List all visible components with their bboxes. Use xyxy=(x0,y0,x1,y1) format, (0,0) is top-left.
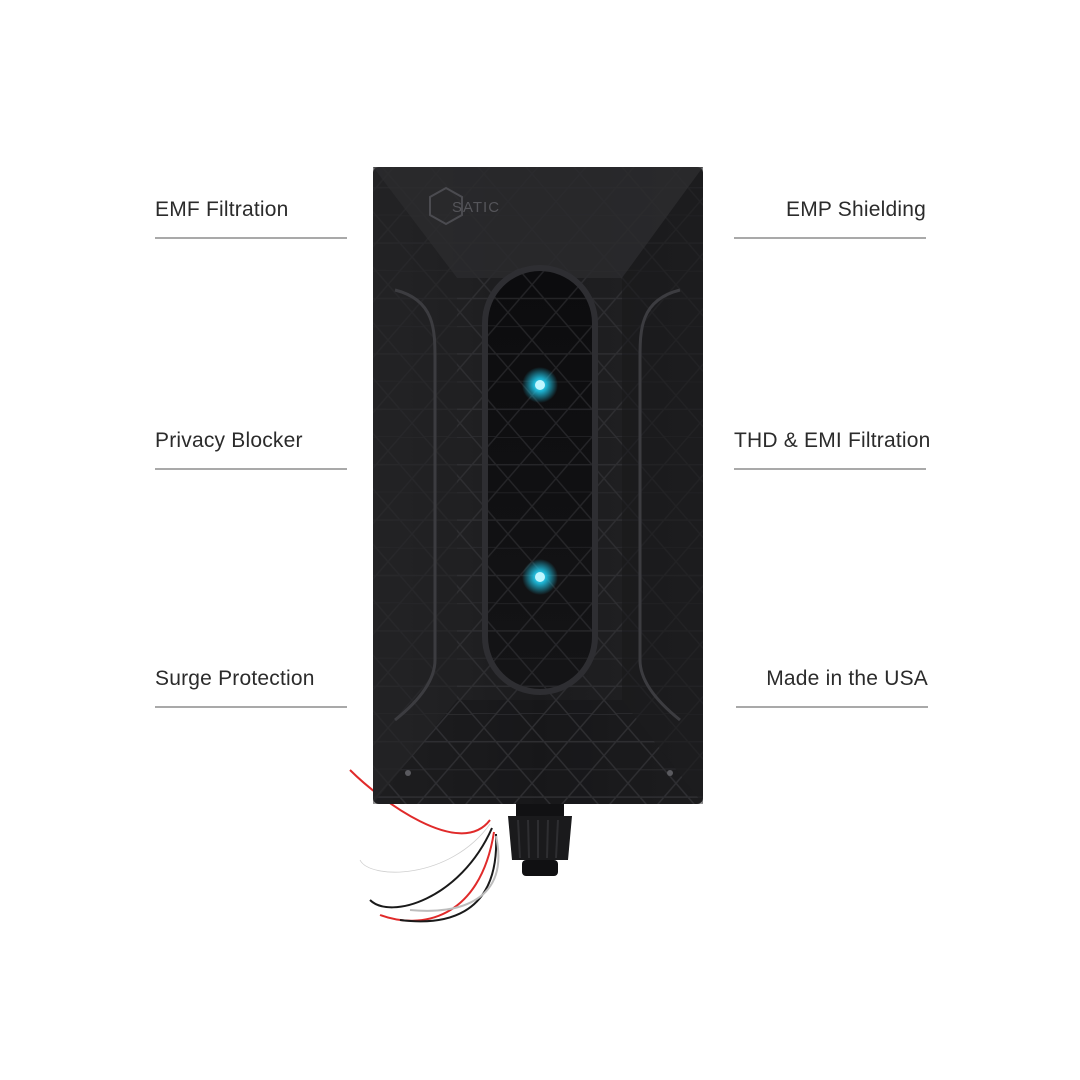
feature-label: Surge Protection xyxy=(155,667,315,690)
feature-label: THD & EMI Filtration xyxy=(734,429,931,452)
feature-privacy-blocker: Privacy Blocker xyxy=(155,428,347,470)
feature-label: EMP Shielding xyxy=(786,198,926,221)
feature-underline xyxy=(155,706,347,708)
feature-underline xyxy=(155,237,347,239)
svg-text:SATIC: SATIC xyxy=(452,199,500,216)
feature-surge-protection: Surge Protection xyxy=(155,666,347,708)
feature-made-in-usa: Made in the USA xyxy=(736,666,928,708)
feature-emf-filtration: EMF Filtration xyxy=(155,197,347,239)
feature-label: Privacy Blocker xyxy=(155,429,303,452)
device-product-image: SATIC xyxy=(349,167,703,923)
feature-underline xyxy=(734,237,926,239)
feature-emp-shielding: EMP Shielding xyxy=(734,197,926,239)
feature-underline xyxy=(736,706,928,708)
cable-gland xyxy=(508,804,572,876)
brand-logo: SATIC xyxy=(429,186,500,226)
feature-underline xyxy=(734,468,926,470)
feature-underline xyxy=(155,468,347,470)
wires xyxy=(349,769,500,923)
feature-label: EMF Filtration xyxy=(155,198,289,221)
feature-label: Made in the USA xyxy=(766,667,928,690)
feature-thd-emi-filtration: THD & EMI Filtration xyxy=(734,428,931,470)
